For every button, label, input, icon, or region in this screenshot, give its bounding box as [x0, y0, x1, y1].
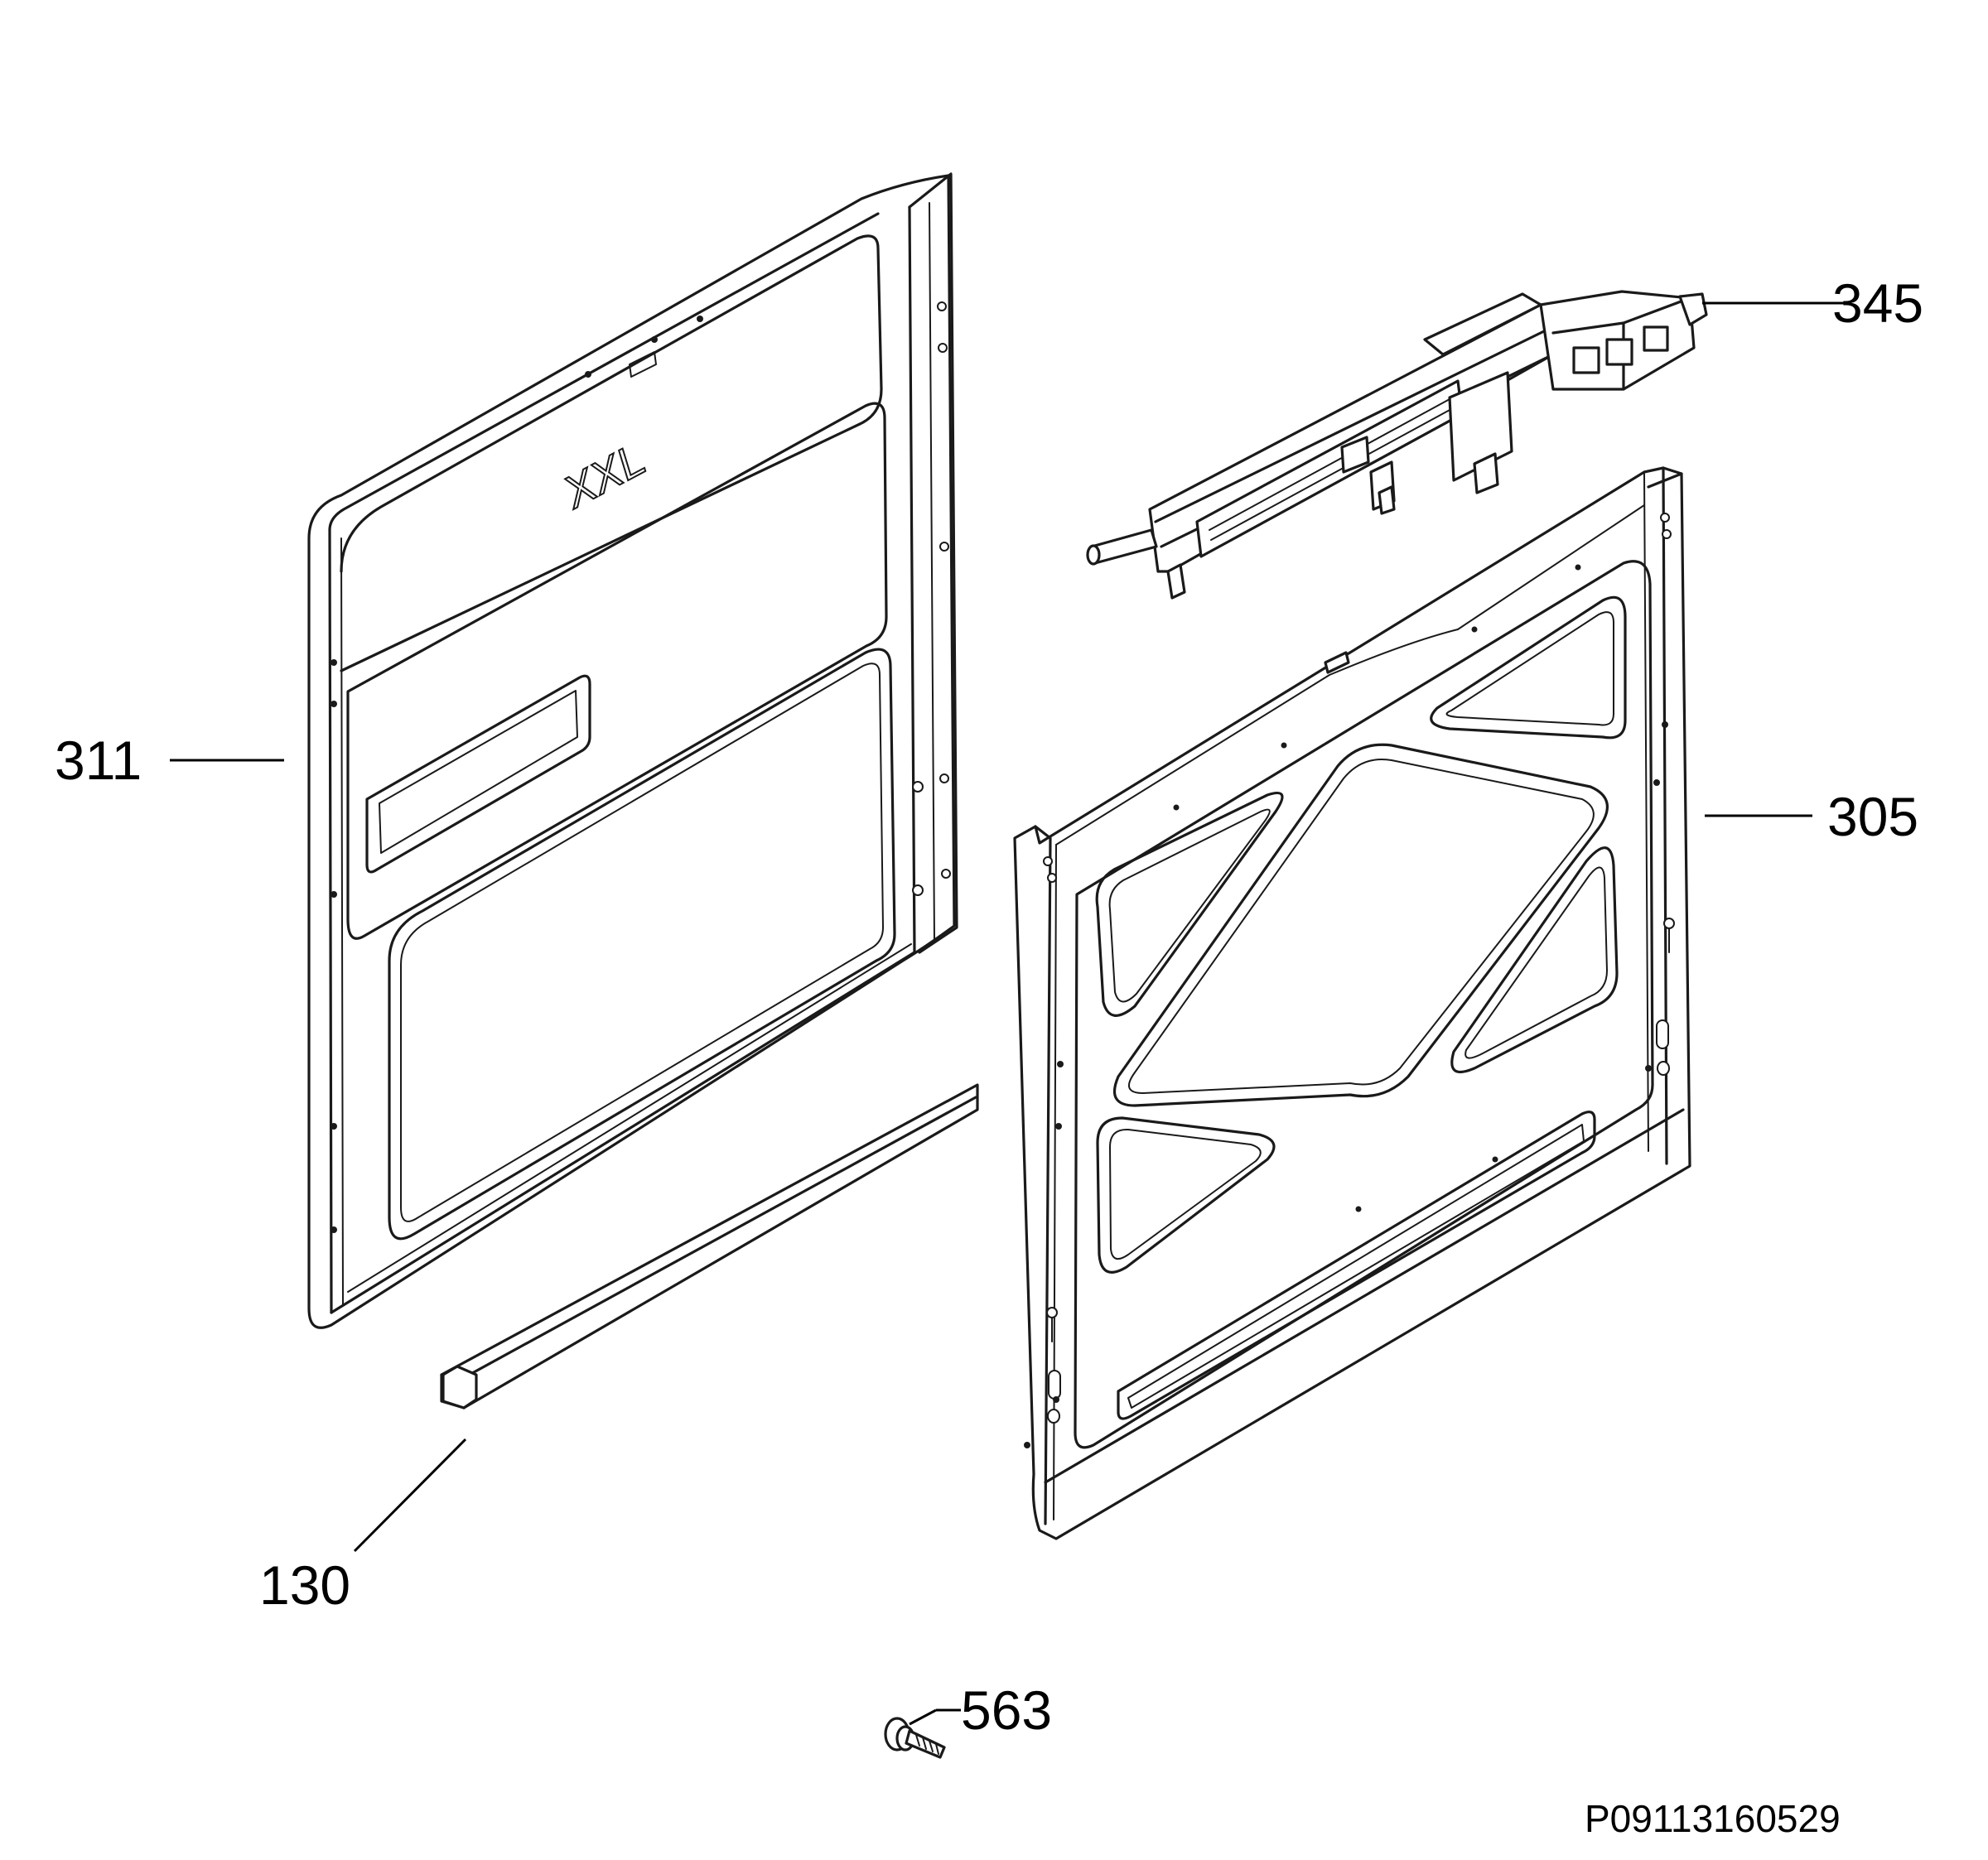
part-screw-563 [884, 1717, 946, 1759]
document-code: P09113160529 [1585, 1797, 1841, 1840]
part-outer-panel-305 [1013, 466, 1691, 1540]
leader-563 [909, 1708, 937, 1726]
callout-130: 130 [259, 1554, 350, 1616]
callout-311: 311 [55, 730, 142, 791]
callout-305: 305 [1827, 786, 1918, 847]
leader-130 [353, 1438, 467, 1553]
part-hinge-arm-345 [1086, 290, 1708, 600]
part-inner-door-311: XXL [307, 172, 958, 1329]
callout-345: 345 [1832, 272, 1923, 334]
part-bottom-strip-130 [440, 1083, 979, 1409]
callout-563: 563 [961, 1679, 1052, 1741]
